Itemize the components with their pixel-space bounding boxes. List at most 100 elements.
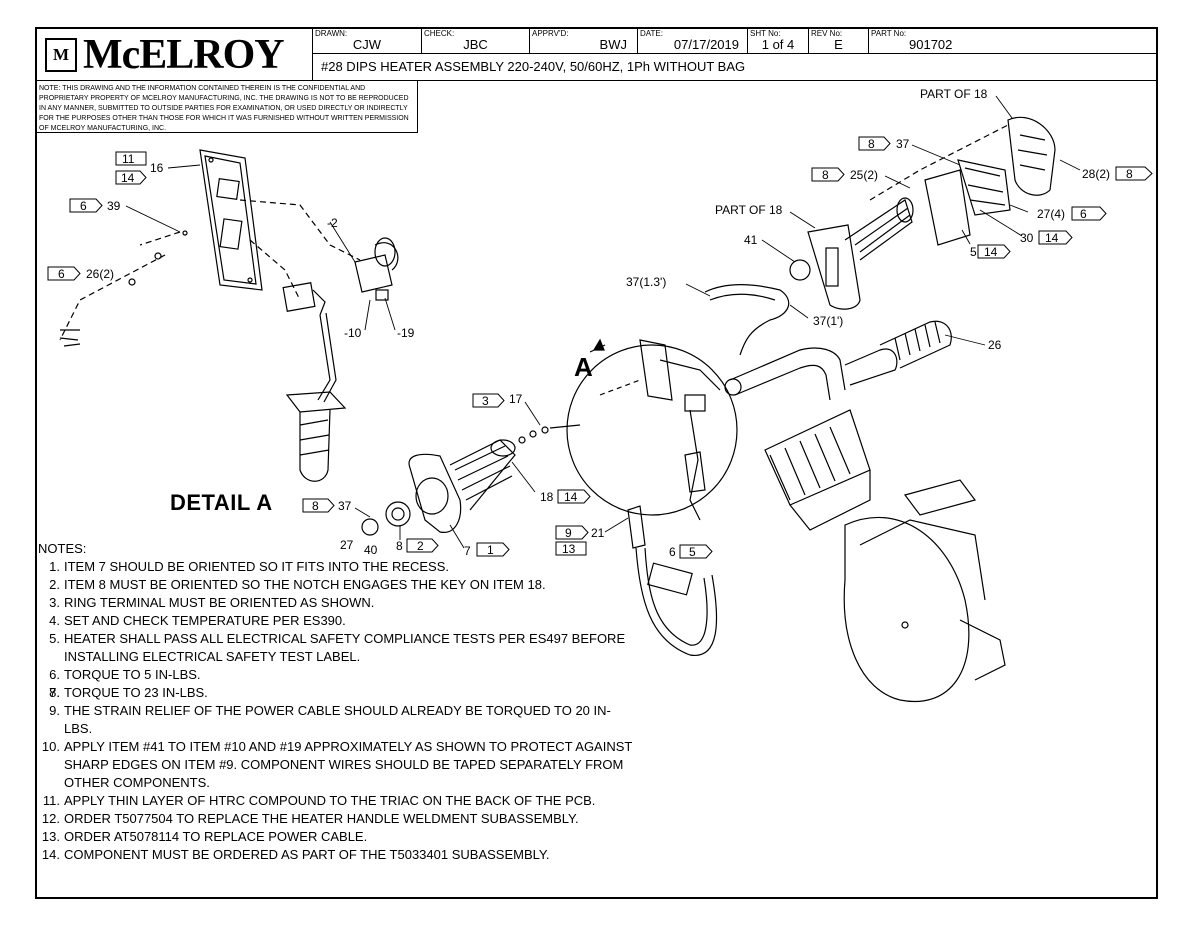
drawing-title: #28 DIPS HEATER ASSEMBLY 220-240V, 50/60… — [313, 53, 1158, 81]
pcb-plate-item-16 — [199, 149, 263, 291]
probe-cable-left — [285, 312, 347, 482]
flag-11: 11 — [122, 152, 135, 166]
drawn-label: DRAWN: — [315, 29, 348, 38]
note-text: THE STRAIN RELIEF OF THE POWER CABLE SHO… — [64, 703, 611, 736]
note-item: 6. TORQUE TO 5 IN-LBS. — [38, 666, 634, 684]
note-item: 8. TORQUE TO 23 IN-LBS. — [38, 684, 634, 702]
screws-left — [59, 230, 188, 347]
check-label: CHECK: — [424, 29, 455, 38]
note-text: TORQUE TO 23 IN-LBS. — [64, 685, 208, 700]
note-number: 6. — [49, 667, 60, 682]
note-number: 14. — [41, 847, 60, 862]
note-text: SET AND CHECK TEMPERATURE PER ES390. — [64, 613, 346, 628]
note-item: 2.ITEM 8 MUST BE ORIENTED SO THE NOTCH E… — [38, 576, 634, 594]
callout-37-1ft: 37(1') — [813, 314, 844, 328]
note-number: 5. — [49, 631, 60, 646]
flag-14: 14 — [564, 490, 578, 504]
detail-a-label: DETAIL A — [170, 490, 273, 515]
flag-8: 8 — [868, 137, 875, 151]
drawing-sheet: M McELROY DRAWN: CJW CHECK: JBC APPRV'D:… — [35, 27, 1158, 899]
check-value: JBC — [463, 37, 488, 52]
sheet-label: SHT No: — [750, 29, 781, 38]
flag-5: 5 — [689, 545, 696, 559]
callout-39: 39 — [107, 199, 121, 213]
note-text: HEATER SHALL PASS ALL ELECTRICAL SAFETY … — [64, 631, 626, 664]
note-item: 5. HEATER SHALL PASS ALL ELECTRICAL SAFET… — [38, 630, 634, 666]
note-number: 7. — [49, 685, 60, 700]
rev-cell: REV No: E — [809, 29, 869, 53]
part-value: 901702 — [909, 37, 953, 52]
callout-26-2: 26(2) — [86, 267, 115, 281]
notes-section: NOTES: 1.ITEM 7 SHOULD BE ORIENTED SO IT… — [38, 540, 634, 864]
note-number: 8. — [49, 685, 60, 700]
callout-8: 8 — [396, 539, 403, 553]
flag-6: 6 — [58, 267, 65, 281]
apprvd-label: APPRV'D: — [532, 29, 569, 38]
date-label: DATE: — [640, 29, 663, 38]
flag-8: 8 — [1126, 167, 1133, 181]
note-item: 10.APPLY ITEM #41 TO ITEM #10 AND #19 AP… — [38, 738, 634, 792]
date-value: 07/17/2019 — [673, 37, 739, 52]
note-text: COMPONENT MUST BE ORDERED AS PART OF THE… — [64, 847, 550, 862]
detail-a-callout: A — [574, 352, 593, 382]
flag-6: 6 — [1080, 207, 1087, 221]
date-cell: DATE: 07/17/2019 — [638, 29, 748, 53]
note-item: 3.RING TERMINAL MUST BE ORIENTED AS SHOW… — [38, 594, 634, 612]
note-number: 13. — [41, 829, 60, 844]
flag-14: 14 — [121, 171, 135, 185]
note-text: TORQUE TO 5 IN-LBS. — [64, 667, 201, 682]
flag-9: 9 — [565, 526, 572, 540]
sheet-cell: SHT No: 1 of 4 — [748, 29, 809, 53]
power-cable-item-9 — [627, 505, 718, 656]
flag-2: 2 — [417, 539, 424, 553]
heater-handle-item-18 — [408, 439, 516, 533]
note-number: 12. — [41, 811, 60, 826]
callout-7: 7 — [464, 544, 471, 558]
rev-value: E — [834, 37, 843, 52]
tape-and-cable-items-37-41 — [704, 259, 811, 356]
callout-27: 27 — [340, 538, 354, 552]
callout-21: 21 — [591, 526, 605, 540]
note-text: ORDER T5077504 TO REPLACE THE HEATER HAN… — [64, 811, 579, 826]
apprvd-value: BWJ — [599, 37, 627, 52]
flag-14: 14 — [984, 245, 998, 259]
detail-a-circle — [566, 344, 738, 516]
flag-13: 13 — [562, 542, 576, 556]
main-tube — [724, 320, 952, 401]
note-number: 11. — [42, 793, 60, 808]
flag-8: 8 — [312, 499, 319, 513]
callout-6: 6 — [669, 545, 676, 559]
hardware-item-17 — [518, 424, 581, 444]
callout-25-2: 25(2) — [850, 168, 879, 182]
callout-41: 41 — [744, 233, 758, 247]
note-number: 9. — [49, 703, 60, 718]
note-item: 12. ORDER T5077504 TO REPLACE THE HEATER … — [38, 810, 634, 828]
logo-mark: M — [45, 38, 77, 72]
flag-14: 14 — [1045, 231, 1059, 245]
callout-10: -10 — [344, 326, 362, 340]
terminal-item-2 — [354, 237, 399, 301]
title-block: DRAWN: CJW CHECK: JBC APPRV'D: BWJ DATE:… — [313, 29, 1158, 53]
callout-37: 37 — [338, 499, 352, 513]
callout-27-4: 27(4) — [1037, 207, 1066, 221]
note-item: 4.SET AND CHECK TEMPERATURE PER ES390. — [38, 612, 634, 630]
callout-16: 16 — [150, 161, 164, 175]
callout-37-top: 37 — [896, 137, 910, 151]
leader-lines — [125, 95, 1081, 549]
note-item: 13.ORDER AT5078114 TO REPLACE POWER CABL… — [38, 828, 634, 846]
callout-30: 30 — [1020, 231, 1034, 245]
notes-header: NOTES: — [38, 541, 87, 556]
heater-plate-body — [764, 409, 1006, 702]
apprvd-cell: APPRV'D: BWJ — [530, 29, 638, 53]
wire-path-left — [59, 199, 361, 341]
note-text: ITEM 8 MUST BE ORIENTED SO THE NOTCH ENG… — [64, 577, 546, 592]
check-cell: CHECK: JBC — [422, 29, 530, 53]
note-text: APPLY ITEM #41 TO ITEM #10 AND #19 APPRO… — [64, 739, 633, 790]
sheet-value: 1 of 4 — [761, 37, 795, 52]
callout-18: 18 — [540, 490, 554, 504]
flag-tags — [47, 136, 1153, 559]
note-number: 1. — [49, 559, 60, 574]
callout-5: 5 — [970, 245, 977, 259]
flag-8: 8 — [822, 168, 829, 182]
note-item: 1.ITEM 7 SHOULD BE ORIENTED SO IT FITS I… — [38, 558, 634, 576]
